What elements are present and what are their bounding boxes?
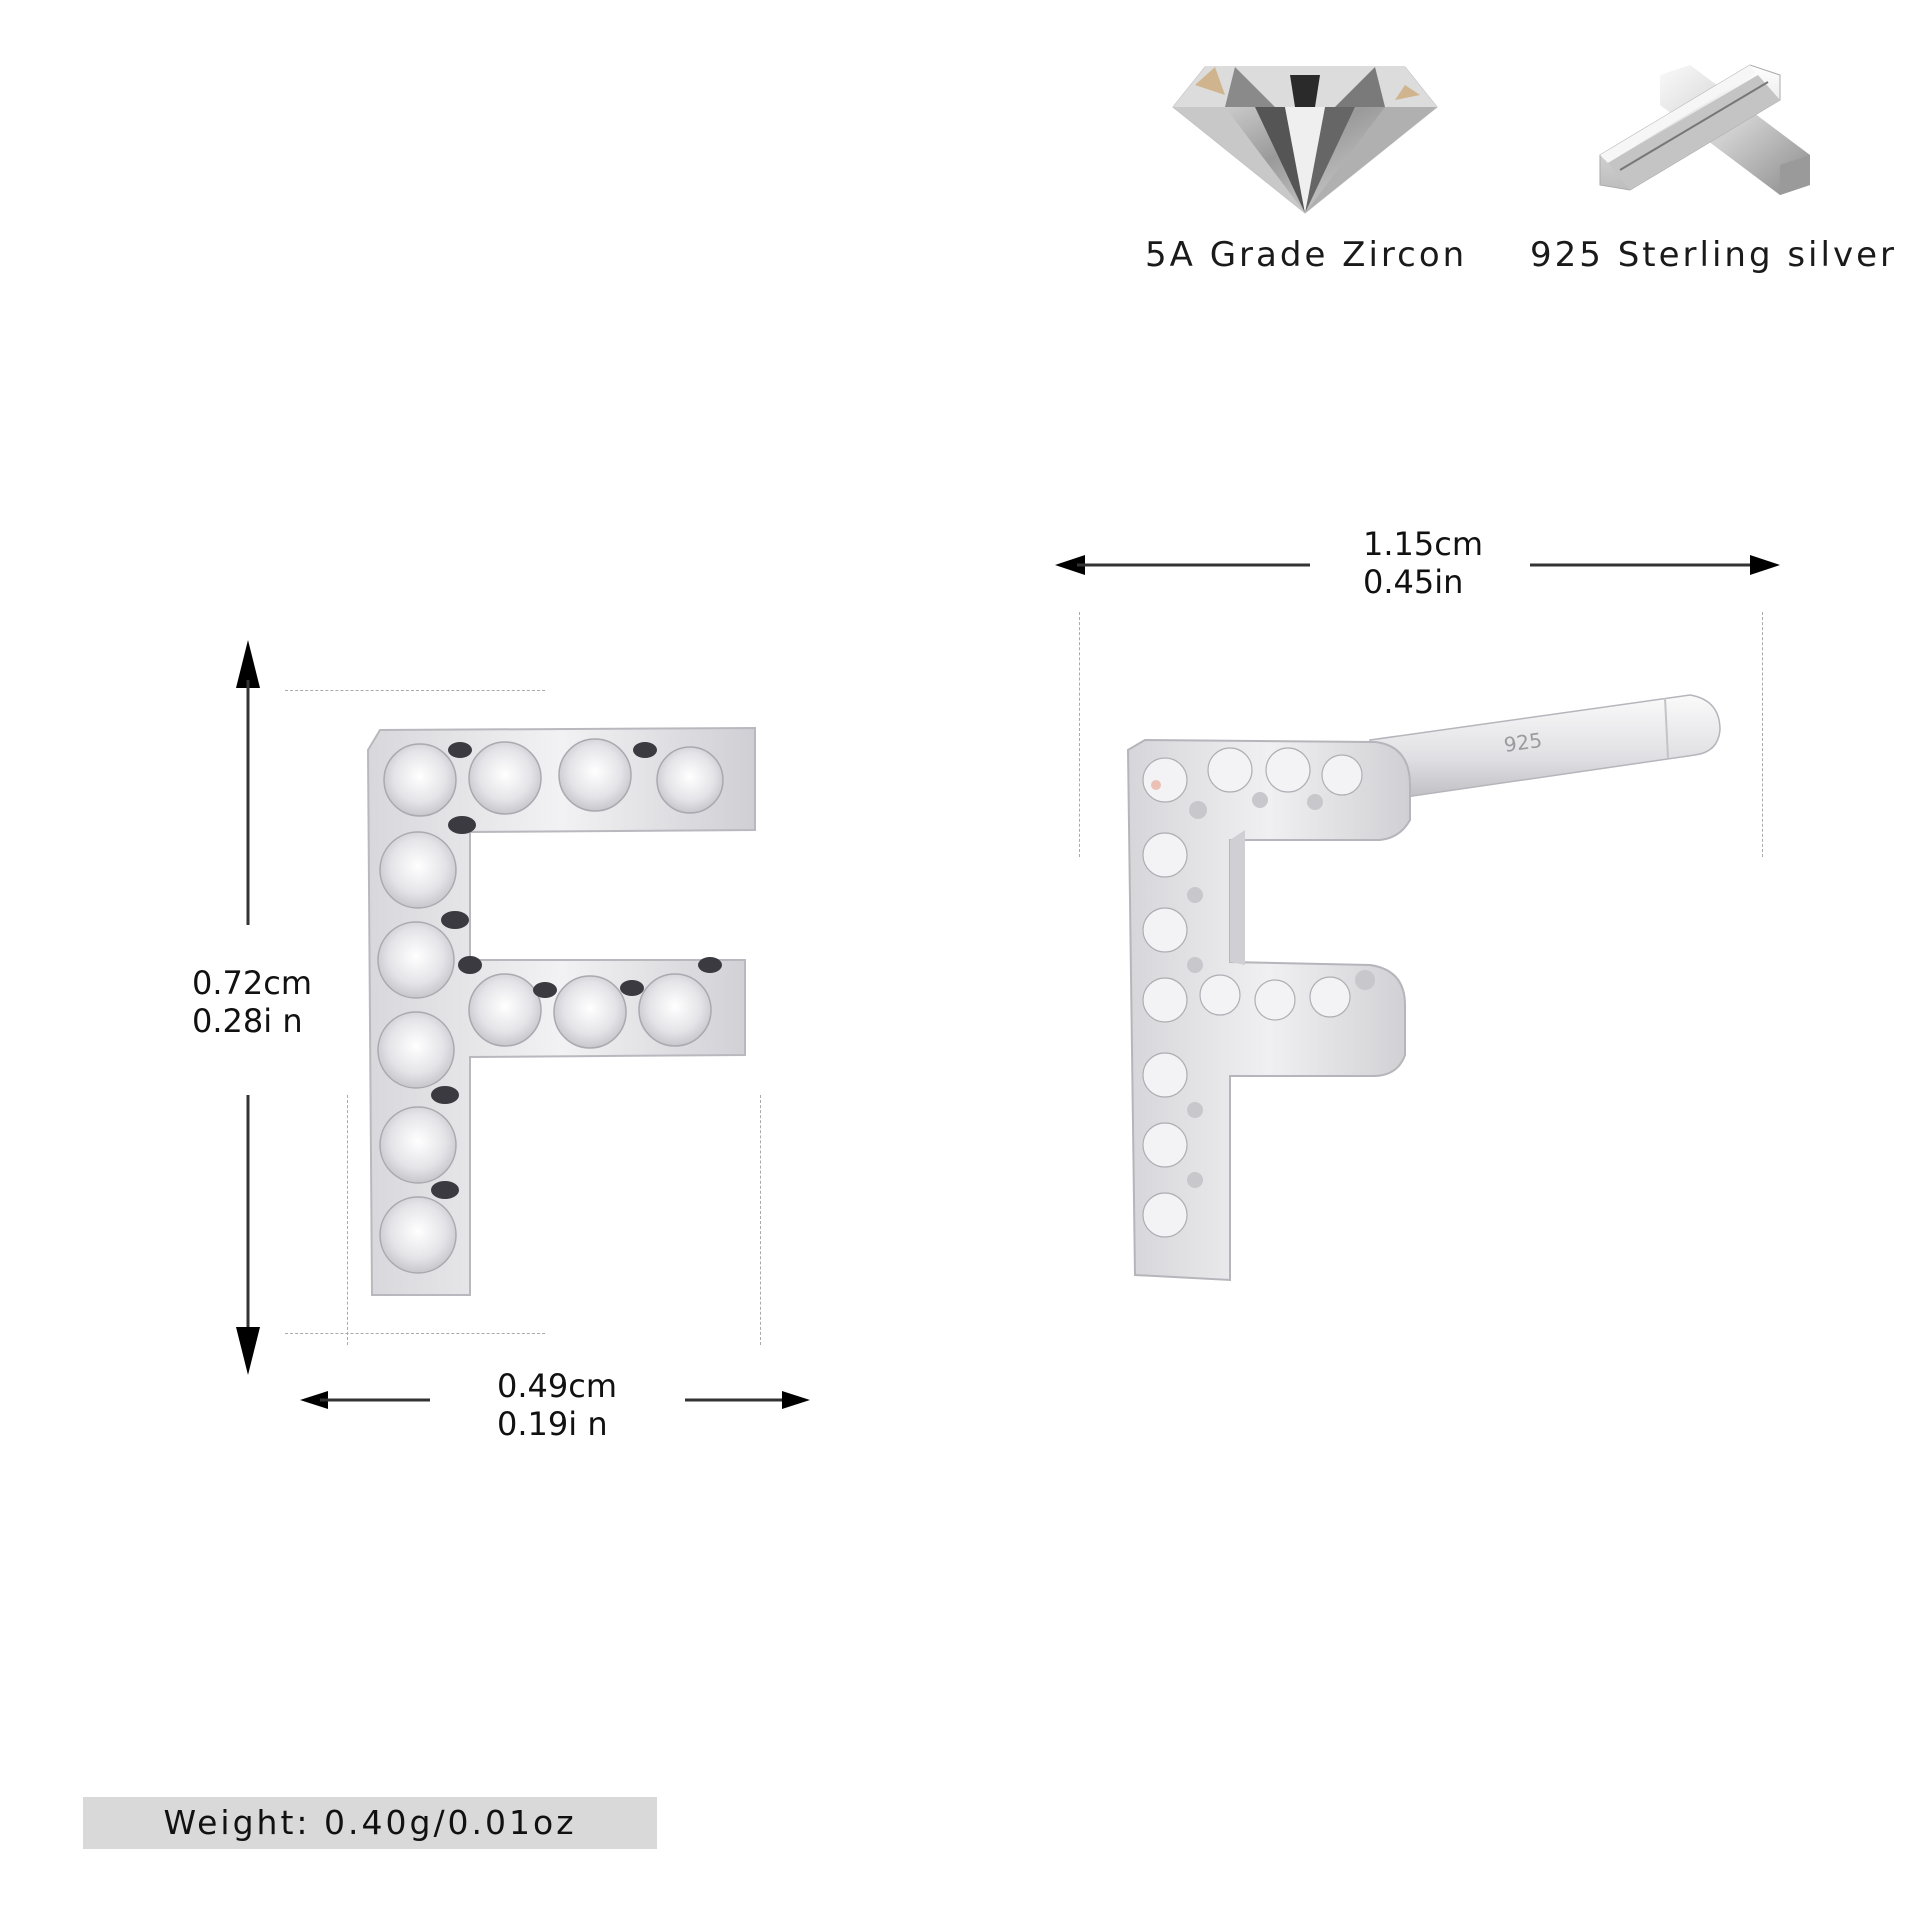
- depth-arrow: [1055, 555, 1780, 575]
- guide-line-top: [285, 690, 545, 691]
- guide-line-depth-right: [1762, 612, 1763, 857]
- guide-line-bottom: [285, 1333, 545, 1334]
- depth-dimension: 1.15cm 0.45in: [1363, 525, 1483, 601]
- width-in: 0.19i n: [497, 1405, 608, 1443]
- height-dimension: 0.72cm 0.28i n: [192, 964, 312, 1040]
- depth-cm: 1.15cm: [1363, 525, 1484, 563]
- guide-line-depth-left: [1079, 612, 1080, 857]
- height-arrow: [236, 640, 260, 1375]
- feature-label-zircon: 5A Grade Zircon: [1145, 235, 1468, 275]
- post-stamp: 925: [1502, 728, 1543, 757]
- width-arrow: [300, 1391, 810, 1409]
- width-dimension: 0.49cm 0.19i n: [497, 1367, 617, 1443]
- earring-side-view: 925: [1120, 690, 1740, 1290]
- height-in: 0.28i n: [192, 1002, 303, 1040]
- feature-silver: 925 Sterling silver: [1530, 45, 1894, 275]
- diamond-icon: [1172, 66, 1438, 214]
- weight-label: Weight: 0.40g/0.01oz: [163, 1803, 577, 1842]
- guide-line-left: [347, 1095, 348, 1345]
- height-cm: 0.72cm: [192, 964, 313, 1002]
- silver-bars-icon: [1599, 64, 1810, 195]
- feature-zircon: 5A Grade Zircon: [1145, 45, 1464, 275]
- feature-label-silver: 925 Sterling silver: [1530, 235, 1897, 275]
- width-cm: 0.49cm: [497, 1367, 618, 1405]
- guide-line-right: [760, 1095, 761, 1345]
- weight-badge: Weight: 0.40g/0.01oz: [83, 1797, 657, 1849]
- earring-front-view: [360, 720, 765, 1300]
- depth-in: 0.45in: [1363, 563, 1464, 601]
